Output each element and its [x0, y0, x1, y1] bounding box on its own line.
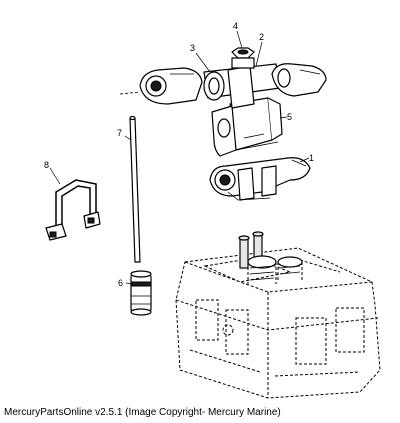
- callout-1: 1: [309, 153, 314, 163]
- callout-4: 4: [233, 21, 238, 31]
- pushrod: [129, 115, 141, 263]
- upper-rocker-arms: [119, 63, 327, 109]
- hydraulic-lifter: [130, 270, 152, 316]
- copyright-caption: MercuryPartsOnline v2.5.1 (Image Copyrig…: [4, 407, 281, 418]
- cylinder-head: [175, 247, 381, 399]
- leader-lines: [49, 30, 310, 285]
- callout-7: 7: [117, 128, 122, 138]
- exploded-parts-diagram: 1 2 3 4 5 6 7 8: [44, 21, 381, 399]
- retainer-clip: [45, 179, 101, 241]
- lower-rocker-arm: [209, 157, 311, 201]
- rocker-nut: [231, 47, 255, 69]
- rocker-pedestal-bracket: [211, 97, 283, 157]
- callout-8: 8: [44, 160, 49, 170]
- callout-2: 2: [259, 32, 264, 42]
- callout-6: 6: [118, 278, 123, 288]
- valve-springs: [238, 231, 303, 284]
- callout-3: 3: [190, 43, 195, 53]
- callout-5: 5: [287, 112, 292, 122]
